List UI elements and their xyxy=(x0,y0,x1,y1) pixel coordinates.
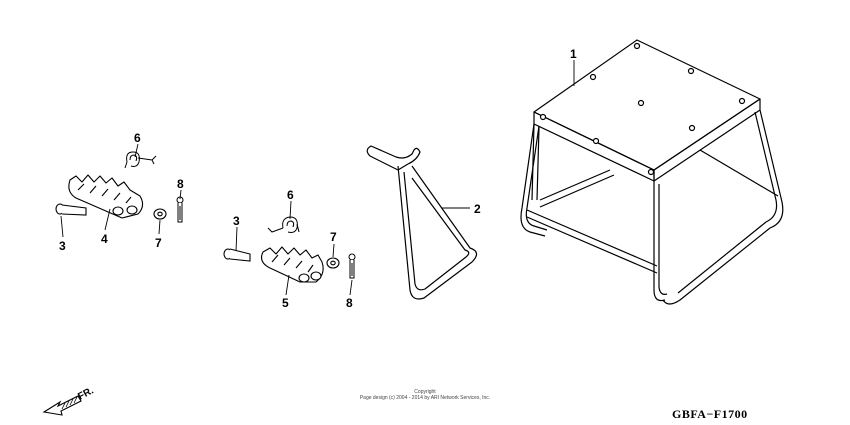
stand-top-panel xyxy=(533,39,761,171)
part-4-footpeg-left[interactable] xyxy=(68,174,144,219)
footpeg-right-teeth xyxy=(271,254,314,273)
callout-1: 1 xyxy=(570,47,577,61)
lift-stand-frame xyxy=(397,165,478,300)
callout-5: 5 xyxy=(282,296,289,310)
part-5-footpeg-right[interactable] xyxy=(261,246,324,283)
callout-3-right: 3 xyxy=(233,214,240,228)
stand-left-rear-leg xyxy=(531,123,540,201)
callout-3-left: 3 xyxy=(59,239,66,253)
part-3-pin-right[interactable] xyxy=(223,248,251,262)
callout-8-left: 8 xyxy=(177,177,184,191)
stand-front-leg-left xyxy=(653,181,668,302)
part-8-cotter-pin-right[interactable] xyxy=(348,253,356,279)
footpeg-left-body xyxy=(68,174,144,219)
copyright-title: Copyright xyxy=(414,389,436,395)
callout-6-right: 6 xyxy=(287,188,294,202)
stand-left-frame xyxy=(520,123,548,237)
lift-stand-frame-inner xyxy=(403,171,470,291)
part-3-pin-left[interactable] xyxy=(55,203,87,216)
copyright-text: Page design (c) 2004 - 2014 by ARI Netwo… xyxy=(359,395,491,401)
leader-lines xyxy=(60,60,575,296)
part-8-cotter-pin-left[interactable] xyxy=(176,196,184,223)
footpeg-right-pivot-1 xyxy=(298,273,310,283)
part-6-spring-right[interactable] xyxy=(267,216,300,233)
callout-7-right: 7 xyxy=(330,230,337,244)
callout-7-left: 7 xyxy=(155,236,162,250)
callout-4: 4 xyxy=(101,232,108,246)
diagram-code: GBFA−F1700 xyxy=(672,407,748,421)
footpeg-left-pivot-1 xyxy=(112,206,124,216)
footpeg-right-pivot-2 xyxy=(310,271,322,281)
callout-8-right: 8 xyxy=(346,296,353,310)
front-direction-arrow: FR. xyxy=(42,385,96,416)
stand-rear-crossbar xyxy=(539,169,615,208)
part-7-washer-right[interactable] xyxy=(326,257,340,269)
callout-2: 2 xyxy=(474,202,481,216)
arrow-icon xyxy=(42,395,82,416)
callout-6-left: 6 xyxy=(134,131,141,145)
lift-stand-handle xyxy=(366,145,421,171)
part-1-stand[interactable] xyxy=(520,39,784,305)
stand-right-crossbar xyxy=(699,149,779,197)
direction-label: FR. xyxy=(76,385,96,402)
footpeg-left-teeth xyxy=(77,183,132,204)
arrow-hatch xyxy=(61,396,78,410)
footpeg-left-pivot-2 xyxy=(126,205,138,215)
stand-right-frame xyxy=(662,109,784,305)
stand-lower-crossbar xyxy=(526,209,658,274)
part-2-lift-stand[interactable] xyxy=(366,145,478,300)
stand-top-bolts xyxy=(539,42,746,176)
part-6-spring-left[interactable] xyxy=(124,151,157,169)
part-7-washer-left[interactable] xyxy=(153,208,167,220)
